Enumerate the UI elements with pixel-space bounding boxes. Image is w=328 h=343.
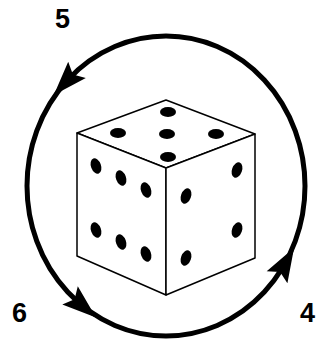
callout-number: 5 bbox=[55, 6, 70, 33]
rotation-circle bbox=[27, 36, 305, 336]
callout-number: 4 bbox=[300, 300, 315, 327]
rotation-arrowheads bbox=[54, 62, 294, 318]
callout-number: 6 bbox=[12, 300, 27, 327]
die-left-face bbox=[77, 133, 166, 295]
arrowhead bbox=[62, 286, 96, 317]
arrowhead bbox=[267, 248, 294, 283]
arrowhead bbox=[54, 62, 86, 95]
die bbox=[77, 100, 255, 295]
die-right-face bbox=[166, 134, 255, 295]
die-pips bbox=[89, 107, 245, 267]
